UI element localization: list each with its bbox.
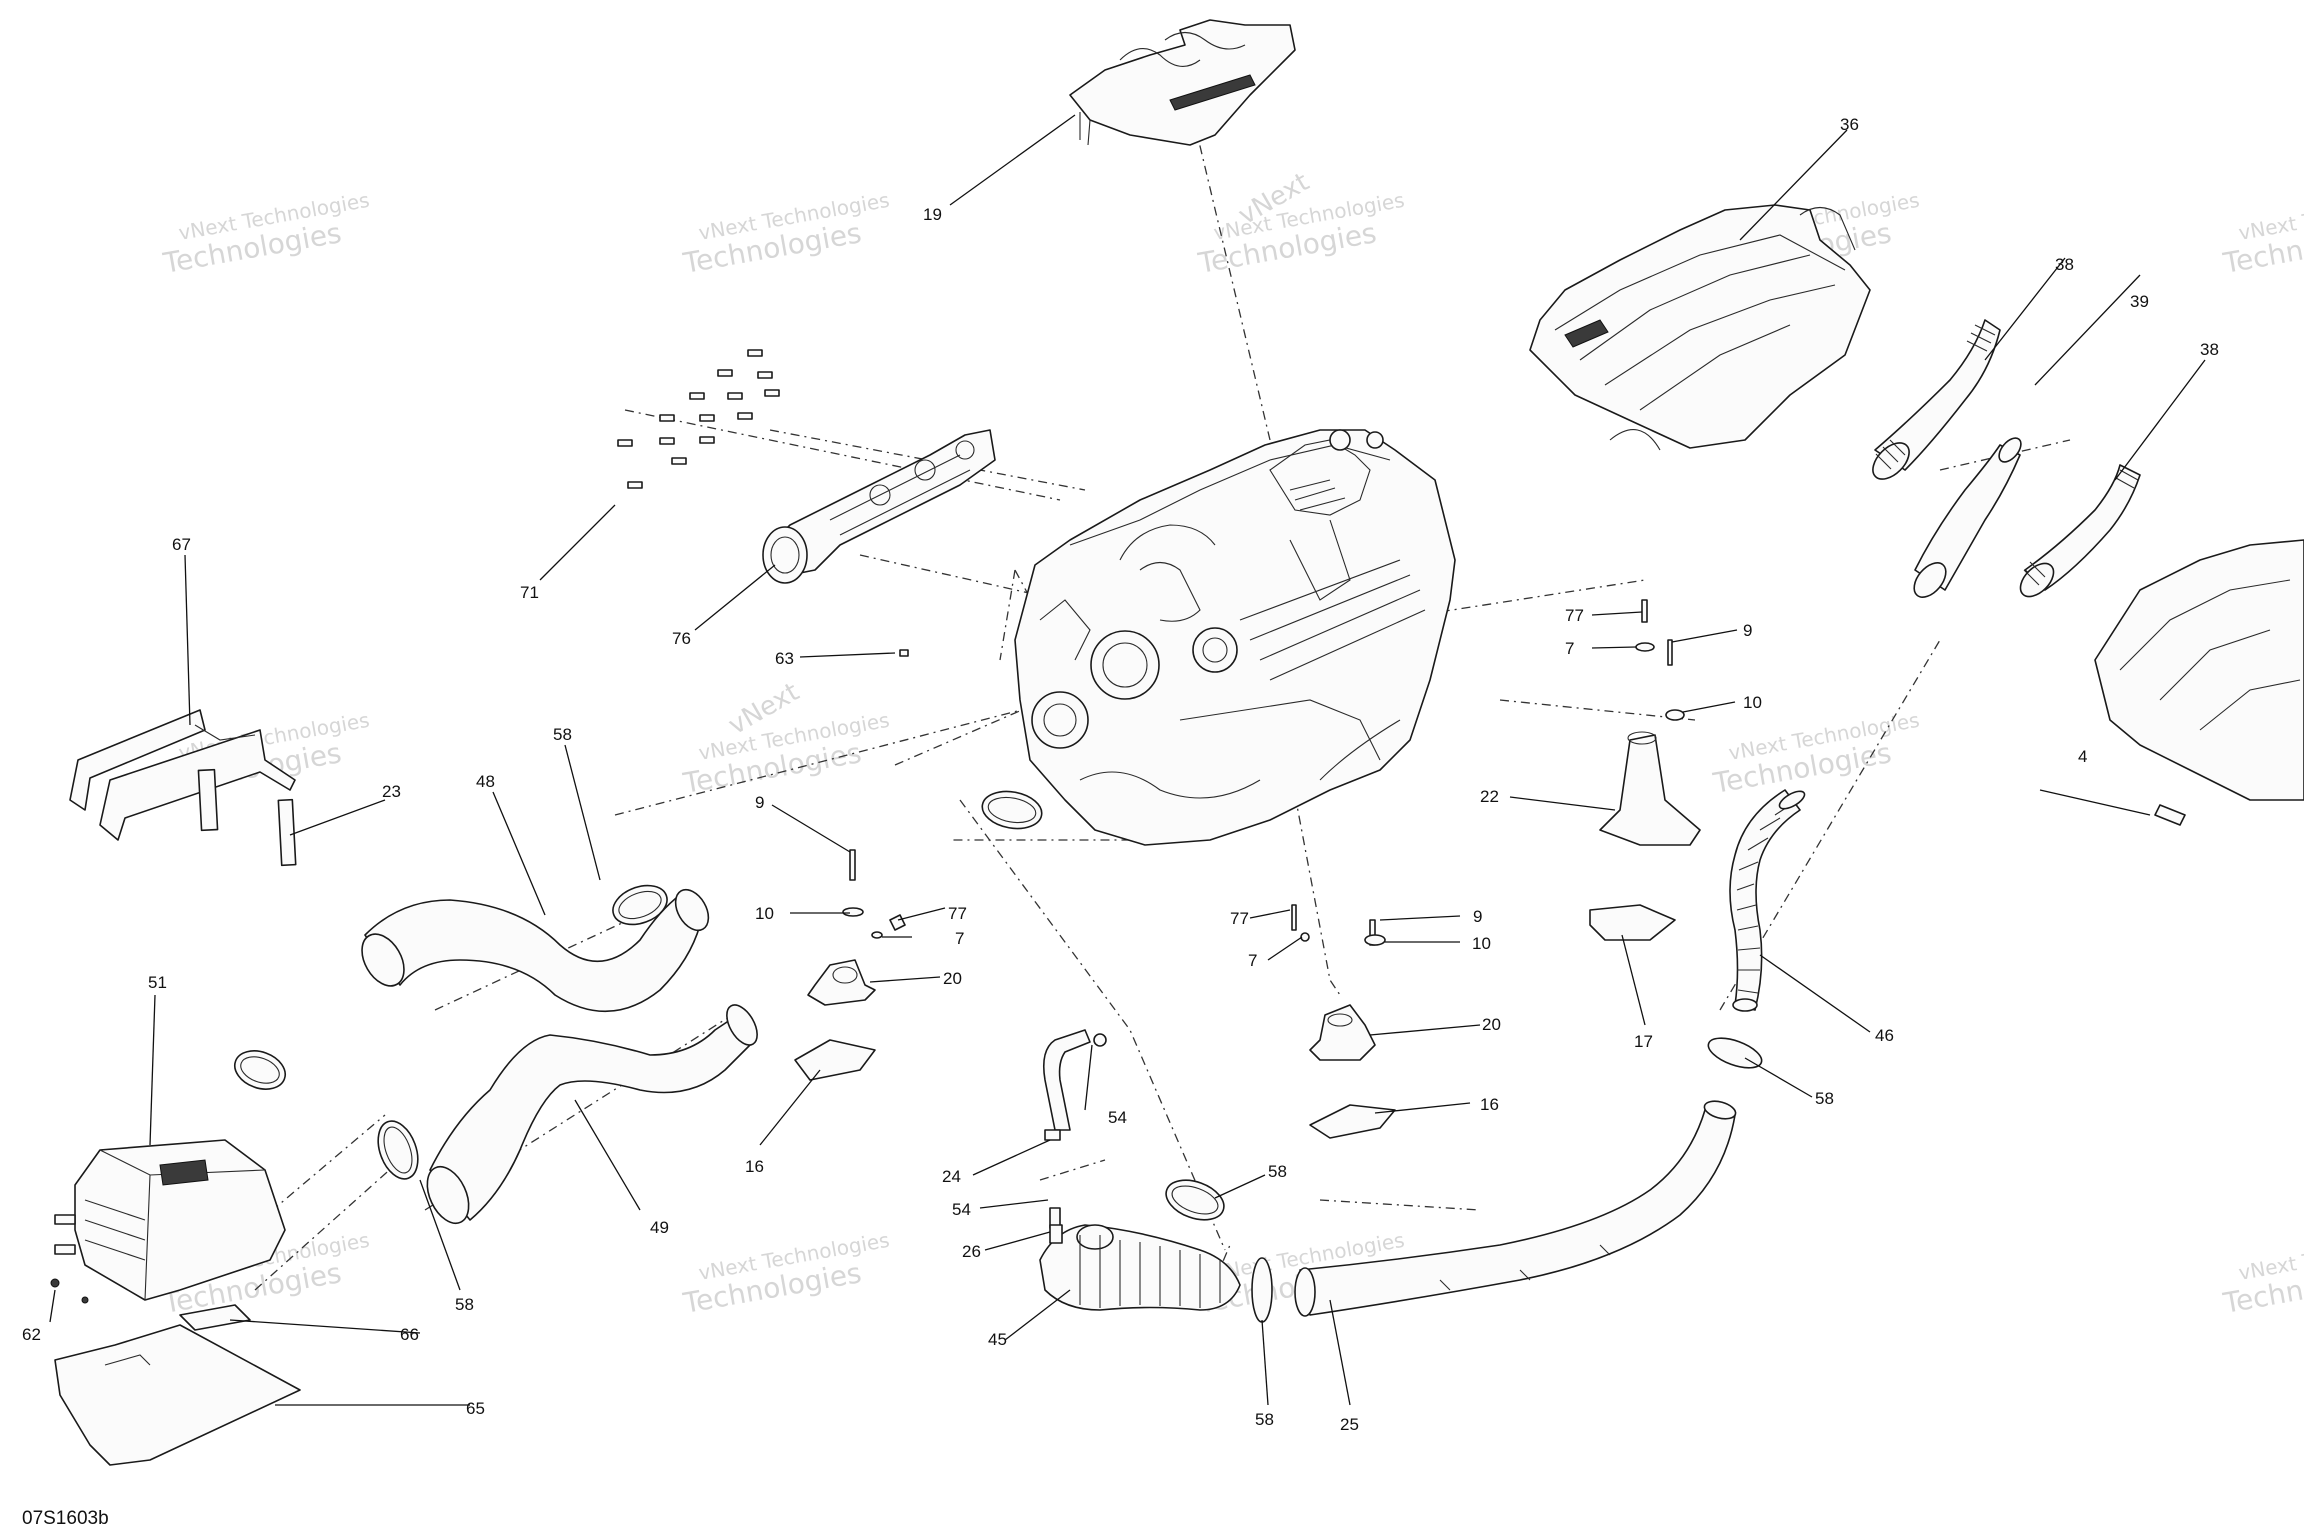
callout-7[interactable]: 7 xyxy=(1248,951,1257,970)
callout-62[interactable]: 62 xyxy=(22,1325,41,1344)
callout-10[interactable]: 10 xyxy=(1472,934,1491,953)
callout-67[interactable]: 67 xyxy=(172,535,191,554)
callout-45[interactable]: 45 xyxy=(988,1330,1007,1349)
callout-38[interactable]: 38 xyxy=(2055,255,2074,274)
callout-66[interactable]: 66 xyxy=(400,1325,419,1344)
callout-71[interactable]: 71 xyxy=(520,583,539,602)
hose-clamp-part xyxy=(1707,1037,1763,1069)
air-duct-part xyxy=(1294,1100,1737,1317)
callout-23[interactable]: 23 xyxy=(382,782,401,801)
charge-air-pipe-part xyxy=(361,888,710,1013)
callout-58[interactable]: 58 xyxy=(553,725,572,744)
callout-4[interactable]: 4 xyxy=(2078,747,2087,766)
accordion-hose-part xyxy=(1729,789,1806,1012)
callout-26[interactable]: 26 xyxy=(962,1242,981,1261)
air-intake-hose-part xyxy=(1039,1224,1241,1311)
callout-16[interactable]: 16 xyxy=(745,1157,764,1176)
heat-shield-part xyxy=(54,1324,301,1466)
callout-20[interactable]: 20 xyxy=(1482,1015,1501,1034)
callout-39[interactable]: 39 xyxy=(2130,292,2149,311)
hardware-part xyxy=(842,849,906,939)
engine-assembly-part xyxy=(1014,429,1456,846)
hose-clamp-part xyxy=(1165,1179,1225,1221)
callout-9[interactable]: 9 xyxy=(1473,907,1482,926)
fitting-part xyxy=(1049,1224,1063,1244)
callout-54[interactable]: 54 xyxy=(1108,1108,1127,1127)
hose-clamp-part xyxy=(981,790,1043,830)
callout-58[interactable]: 58 xyxy=(455,1295,474,1314)
leader-lines xyxy=(49,114,2206,1406)
strap-part xyxy=(197,768,297,867)
callout-48[interactable]: 48 xyxy=(476,772,495,791)
bolt-set-part xyxy=(617,349,780,489)
engine-mount-part xyxy=(1309,1004,1376,1061)
callouts: 19 36 38 39 38 67 71 76 63 23 48 58 51 9… xyxy=(22,115,2219,1434)
callout-77[interactable]: 77 xyxy=(1565,606,1584,625)
callout-7[interactable]: 7 xyxy=(1565,639,1574,658)
callout-10[interactable]: 10 xyxy=(755,904,774,923)
shim-plate-part xyxy=(794,1039,876,1081)
airbox-cover-part xyxy=(1529,204,1871,451)
callout-24[interactable]: 24 xyxy=(942,1167,961,1186)
callout-25[interactable]: 25 xyxy=(1340,1415,1359,1434)
plug-part xyxy=(899,649,909,657)
callout-51[interactable]: 51 xyxy=(148,973,167,992)
callout-38[interactable]: 38 xyxy=(2200,340,2219,359)
callout-54[interactable]: 54 xyxy=(952,1200,971,1219)
callout-10[interactable]: 10 xyxy=(1743,693,1762,712)
vent-hose-part xyxy=(1042,1029,1107,1229)
callout-46[interactable]: 46 xyxy=(1875,1026,1894,1045)
intake-hose-part xyxy=(2019,464,2141,598)
engine-cover-part xyxy=(1069,19,1296,146)
callout-19[interactable]: 19 xyxy=(923,205,942,224)
assembly-lines xyxy=(254,124,2071,1291)
hose-clamp-part xyxy=(377,1120,419,1180)
callout-77[interactable]: 77 xyxy=(1230,909,1249,928)
callout-16[interactable]: 16 xyxy=(1480,1095,1499,1114)
engine-mount-part xyxy=(1599,731,1701,846)
callout-58[interactable]: 58 xyxy=(1268,1162,1287,1181)
callout-77[interactable]: 77 xyxy=(948,904,967,923)
intake-tube-part xyxy=(1913,437,2022,598)
shim-plate-part xyxy=(1589,904,1676,941)
callout-65[interactable]: 65 xyxy=(466,1399,485,1418)
intake-manifold-part xyxy=(762,429,996,584)
engine-mount-part xyxy=(807,959,876,1006)
pad-part xyxy=(179,1304,251,1331)
callout-63[interactable]: 63 xyxy=(775,649,794,668)
hardware-part xyxy=(1291,599,1685,946)
callout-22[interactable]: 22 xyxy=(1480,787,1499,806)
shim-plate-part xyxy=(1309,1104,1396,1139)
callout-9[interactable]: 9 xyxy=(755,793,764,812)
callout-9[interactable]: 9 xyxy=(1743,621,1752,640)
diagram-code: 07S1603b xyxy=(22,1508,109,1529)
callout-58[interactable]: 58 xyxy=(1255,1410,1274,1429)
fastener-part xyxy=(50,1278,89,1304)
hose-clamp-part xyxy=(234,1050,286,1090)
callout-36[interactable]: 36 xyxy=(1840,115,1859,134)
callout-20[interactable]: 20 xyxy=(943,969,962,988)
callout-7[interactable]: 7 xyxy=(955,929,964,948)
callout-17[interactable]: 17 xyxy=(1634,1032,1653,1051)
charge-air-pipe-part xyxy=(426,1004,758,1225)
bracket-part xyxy=(69,709,296,841)
callout-49[interactable]: 49 xyxy=(650,1218,669,1237)
intake-hose-part xyxy=(1872,319,2001,480)
callout-58[interactable]: 58 xyxy=(1815,1089,1834,1108)
callout-76[interactable]: 76 xyxy=(672,629,691,648)
intercooler-part xyxy=(54,1139,286,1301)
lower-housing-part xyxy=(2094,539,2304,826)
hose-clamp-part xyxy=(612,884,668,926)
hose-clamp-part xyxy=(1251,1257,1273,1323)
